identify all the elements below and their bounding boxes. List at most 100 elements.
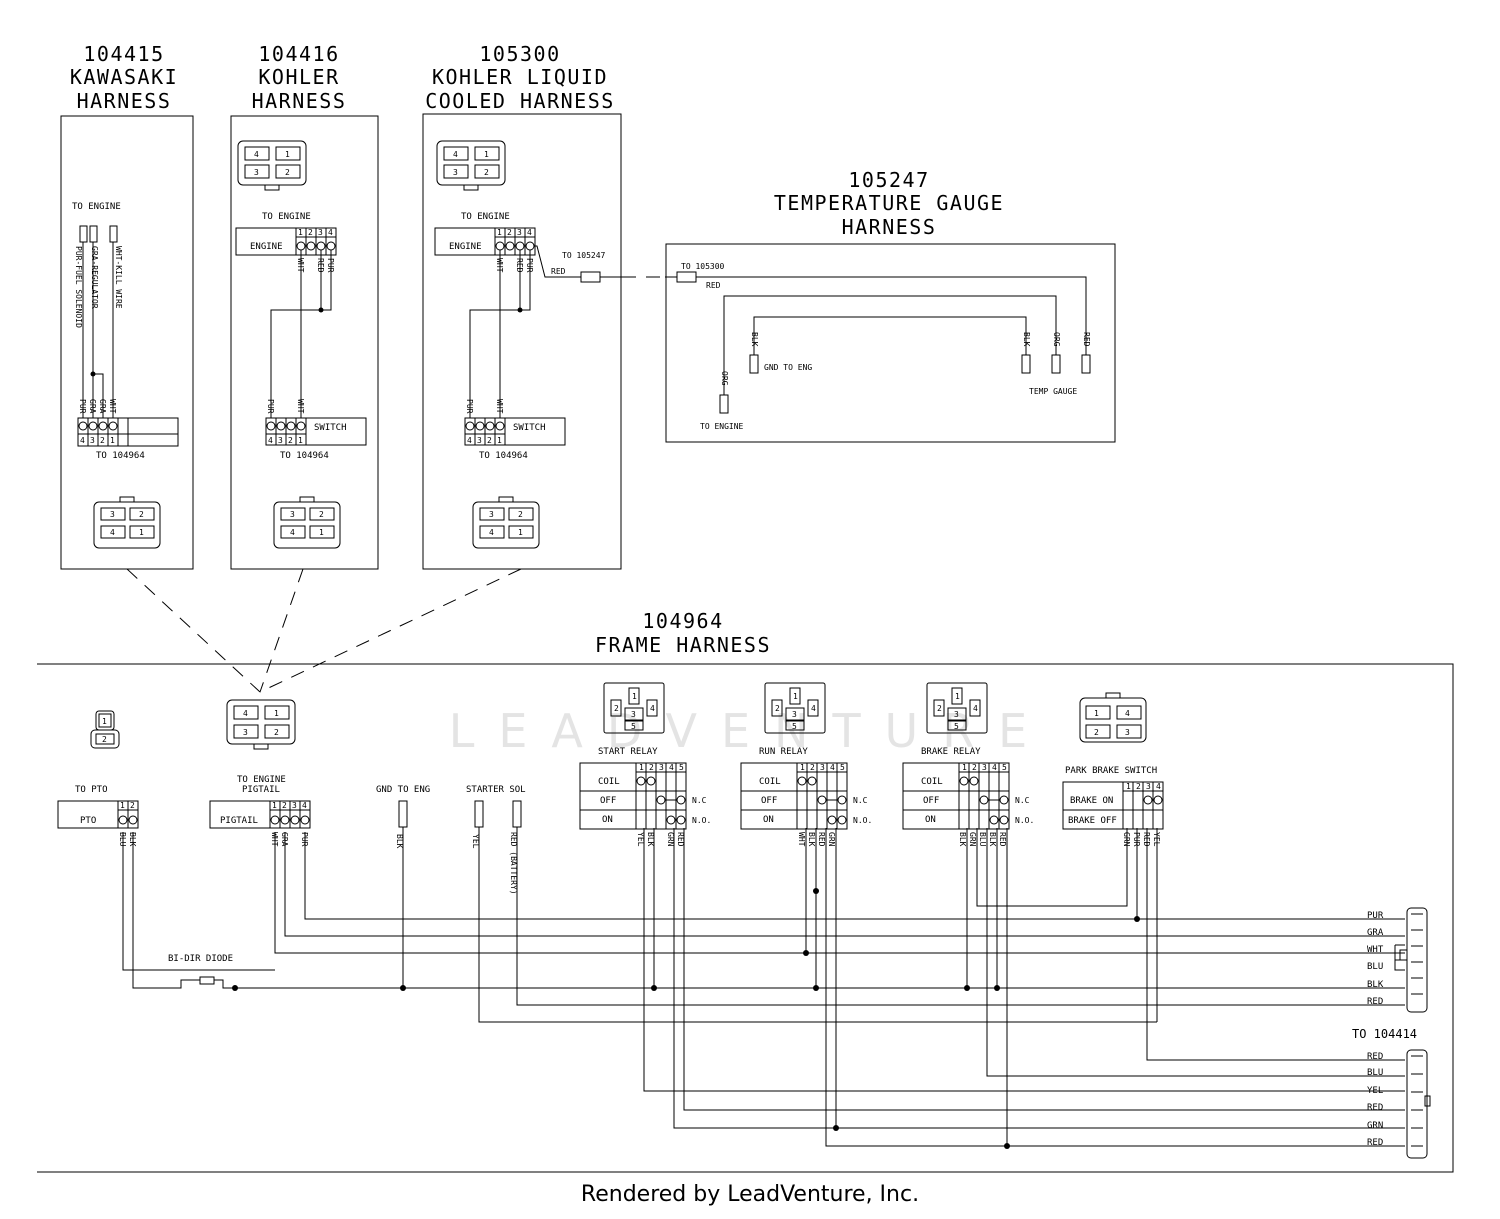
svg-text:2: 2	[507, 228, 512, 237]
kohler-liquid-switch-connector	[464, 417, 566, 446]
kawasaki-number: 104415	[83, 42, 164, 66]
svg-text:TEMP GAUGE: TEMP GAUGE	[1029, 387, 1077, 396]
harness-link-lines	[126, 568, 522, 693]
svg-text:ENGINE: ENGINE	[449, 242, 482, 252]
kawasaki-conn-labels: PUR GRA GRA WHT	[78, 399, 117, 414]
frame-border	[37, 663, 1454, 1173]
right-top-label: BLK	[1367, 980, 1384, 990]
svg-text:3: 3	[517, 228, 522, 237]
svg-text:ENGINE: ENGINE	[250, 242, 283, 252]
wiring-diagram: 104415 KAWASAKI HARNESS TO ENGINE PUR-FU…	[37, 42, 1454, 1173]
svg-text:4: 4	[328, 228, 333, 237]
relay-nc: N.C	[1015, 796, 1030, 805]
frame-wiring	[122, 827, 1405, 1147]
svg-text:TO 105300: TO 105300	[681, 262, 725, 271]
svg-text:3: 3	[477, 436, 482, 445]
park-col: 1	[1126, 782, 1131, 791]
svg-text:1: 1	[102, 717, 107, 726]
svg-text:1: 1	[484, 150, 489, 159]
pto-connector: 1 2 TO PTO PTO 1 2 BLU BLK	[57, 710, 139, 847]
kohler-liquid-panel	[422, 113, 622, 570]
relay-col: 2	[810, 763, 815, 772]
svg-text:1: 1	[518, 528, 523, 537]
relay-pin: 2	[937, 704, 942, 713]
svg-text:RED: RED	[551, 267, 566, 276]
kohler-to-frame: TO 104964	[280, 451, 329, 461]
svg-text:4: 4	[243, 709, 248, 718]
relay-pin: 2	[614, 704, 619, 713]
relay-wire: YEL	[636, 832, 645, 847]
svg-text:GRA: GRA	[88, 399, 97, 414]
relay-wire: RED	[998, 832, 1007, 847]
kohler-liquid-number: 105300	[479, 42, 560, 66]
right-bottom-label: RED	[1367, 1103, 1383, 1113]
relay-wire: GRN	[968, 832, 977, 847]
park-pin: 2	[1094, 728, 1099, 737]
svg-text:1: 1	[274, 709, 279, 718]
temp-title: TEMPERATURE GAUGE	[774, 191, 1004, 215]
kohler-liquid-harness: 105300 KOHLER LIQUID COOLED HARNESS 4 1 …	[422, 42, 665, 570]
svg-text:TO ENGINE: TO ENGINE	[700, 422, 744, 431]
frame-title: FRAME HARNESS	[595, 633, 771, 657]
relay-wire: RED	[817, 832, 826, 847]
relay-pin: 5	[954, 722, 959, 731]
relay-pin: 5	[631, 722, 636, 731]
start-relay-label: START RELAY	[598, 747, 658, 757]
relay-nc: N.C	[853, 796, 868, 805]
svg-text:1: 1	[497, 228, 502, 237]
relay-col: 2	[972, 763, 977, 772]
relay-pin: 1	[632, 692, 637, 701]
kawasaki-panel	[60, 115, 194, 570]
right-top-label: RED	[1367, 997, 1383, 1007]
relay-row: ON	[925, 815, 936, 825]
relay-wire: BLK	[807, 832, 816, 847]
relay-col: 3	[659, 763, 664, 772]
svg-text:BLK: BLK	[1022, 332, 1031, 347]
relay-col: 5	[840, 763, 845, 772]
temp-panel	[665, 243, 1116, 443]
svg-text:2: 2	[288, 436, 293, 445]
relay-pin: 4	[811, 704, 816, 713]
svg-text:ORG: ORG	[1052, 332, 1061, 347]
starter-label: STARTER SOL	[466, 785, 526, 795]
relay-col: 5	[1002, 763, 1007, 772]
relay-pin: 2	[775, 704, 780, 713]
frame-harness: 104964 FRAME HARNESS 1 2 TO PTO PTO 1 2 …	[37, 609, 1454, 1173]
kohler-title: KOHLER	[258, 65, 339, 89]
svg-text:4: 4	[268, 436, 273, 445]
park-wire: YEL	[1152, 832, 1161, 847]
run-relay-label: RUN RELAY	[759, 747, 808, 757]
svg-text:GRA: GRA	[98, 399, 107, 414]
footer-credit: Rendered by LeadVenture, Inc.	[580, 1182, 920, 1207]
relay-col: 4	[669, 763, 674, 772]
splice-dots	[232, 888, 1140, 1149]
park-label: PARK BRAKE SWITCH	[1065, 766, 1157, 776]
relay-wire: BLK	[988, 832, 997, 847]
temp-title-2: HARNESS	[842, 215, 937, 239]
svg-text:3: 3	[254, 168, 259, 177]
svg-text:SWITCH: SWITCH	[513, 423, 546, 433]
svg-text:1: 1	[298, 436, 303, 445]
svg-text:4: 4	[80, 436, 85, 445]
svg-text:4: 4	[527, 228, 532, 237]
svg-text:4: 4	[467, 436, 472, 445]
kohler-title-2: HARNESS	[252, 89, 347, 113]
svg-text:PIGTAIL: PIGTAIL	[242, 785, 280, 795]
right-connector-top	[1399, 907, 1428, 1013]
svg-text:2: 2	[130, 801, 135, 810]
svg-text:GND TO ENG: GND TO ENG	[764, 363, 812, 372]
svg-text:2: 2	[100, 436, 105, 445]
gnd-label: GND TO ENG	[376, 785, 430, 795]
relay-pin: 1	[793, 692, 798, 701]
kawasaki-to-engine: TO ENGINE	[72, 202, 121, 212]
right-top-label: WHT	[1367, 945, 1384, 955]
relay-row: COIL	[921, 777, 943, 787]
relay-wire: BLK	[958, 832, 967, 847]
relay-row: OFF	[600, 796, 616, 806]
relay-wire: WHT	[797, 832, 806, 847]
svg-text:TO 105247: TO 105247	[562, 251, 606, 260]
